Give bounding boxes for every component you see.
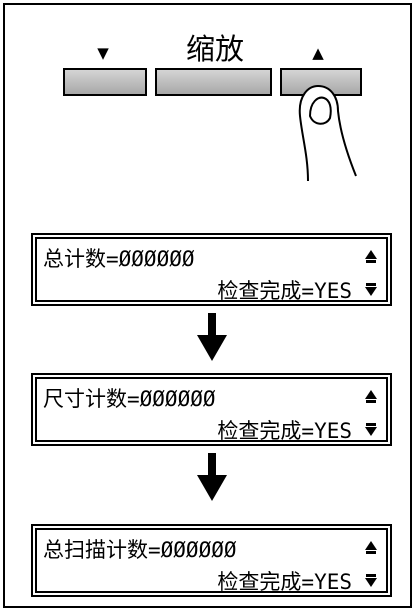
- down-arrow-icon: [197, 453, 227, 501]
- lcd-line-check: 检查完成=YES: [217, 419, 352, 443]
- lcd-screen-total-scan-count: 总扫描计数=ØØØØØØ 检查完成=YES: [31, 524, 392, 597]
- diagram-frame: [3, 3, 412, 608]
- finger-press-icon: [298, 84, 357, 182]
- lcd-line-counter: 总扫描计数=ØØØØØØ: [43, 538, 237, 562]
- lcd-line-counter: 尺寸计数=ØØØØØØ: [43, 387, 216, 411]
- lcd-screen-size-count: 尺寸计数=ØØØØØØ 检查完成=YES: [31, 373, 392, 446]
- up-scroll-icon: [365, 390, 377, 403]
- lcd-line-check: 检查完成=YES: [217, 279, 352, 303]
- lcd-screen-total-count: 总计数=ØØØØØØ 检查完成=YES: [31, 233, 392, 306]
- lcd-line-check: 检查完成=YES: [217, 570, 352, 594]
- down-key-button[interactable]: [63, 68, 147, 96]
- down-scroll-icon: [365, 574, 377, 587]
- zoom-label: 缩放: [186, 32, 245, 66]
- up-scroll-icon: [365, 541, 377, 554]
- down-key-symbol: ▼: [97, 44, 109, 62]
- up-key-symbol: ▲: [312, 44, 324, 62]
- down-scroll-icon: [365, 283, 377, 296]
- lcd-inner-border: 总扫描计数=ØØØØØØ 检查完成=YES: [35, 528, 388, 594]
- lcd-line-counter: 总计数=ØØØØØØ: [43, 247, 195, 271]
- up-scroll-icon: [365, 250, 377, 263]
- lcd-inner-border: 总计数=ØØØØØØ 检查完成=YES: [35, 237, 388, 303]
- down-arrow-icon: [197, 313, 227, 361]
- down-scroll-icon: [365, 423, 377, 436]
- zoom-key-button[interactable]: [155, 68, 272, 96]
- lcd-inner-border: 尺寸计数=ØØØØØØ 检查完成=YES: [35, 377, 388, 443]
